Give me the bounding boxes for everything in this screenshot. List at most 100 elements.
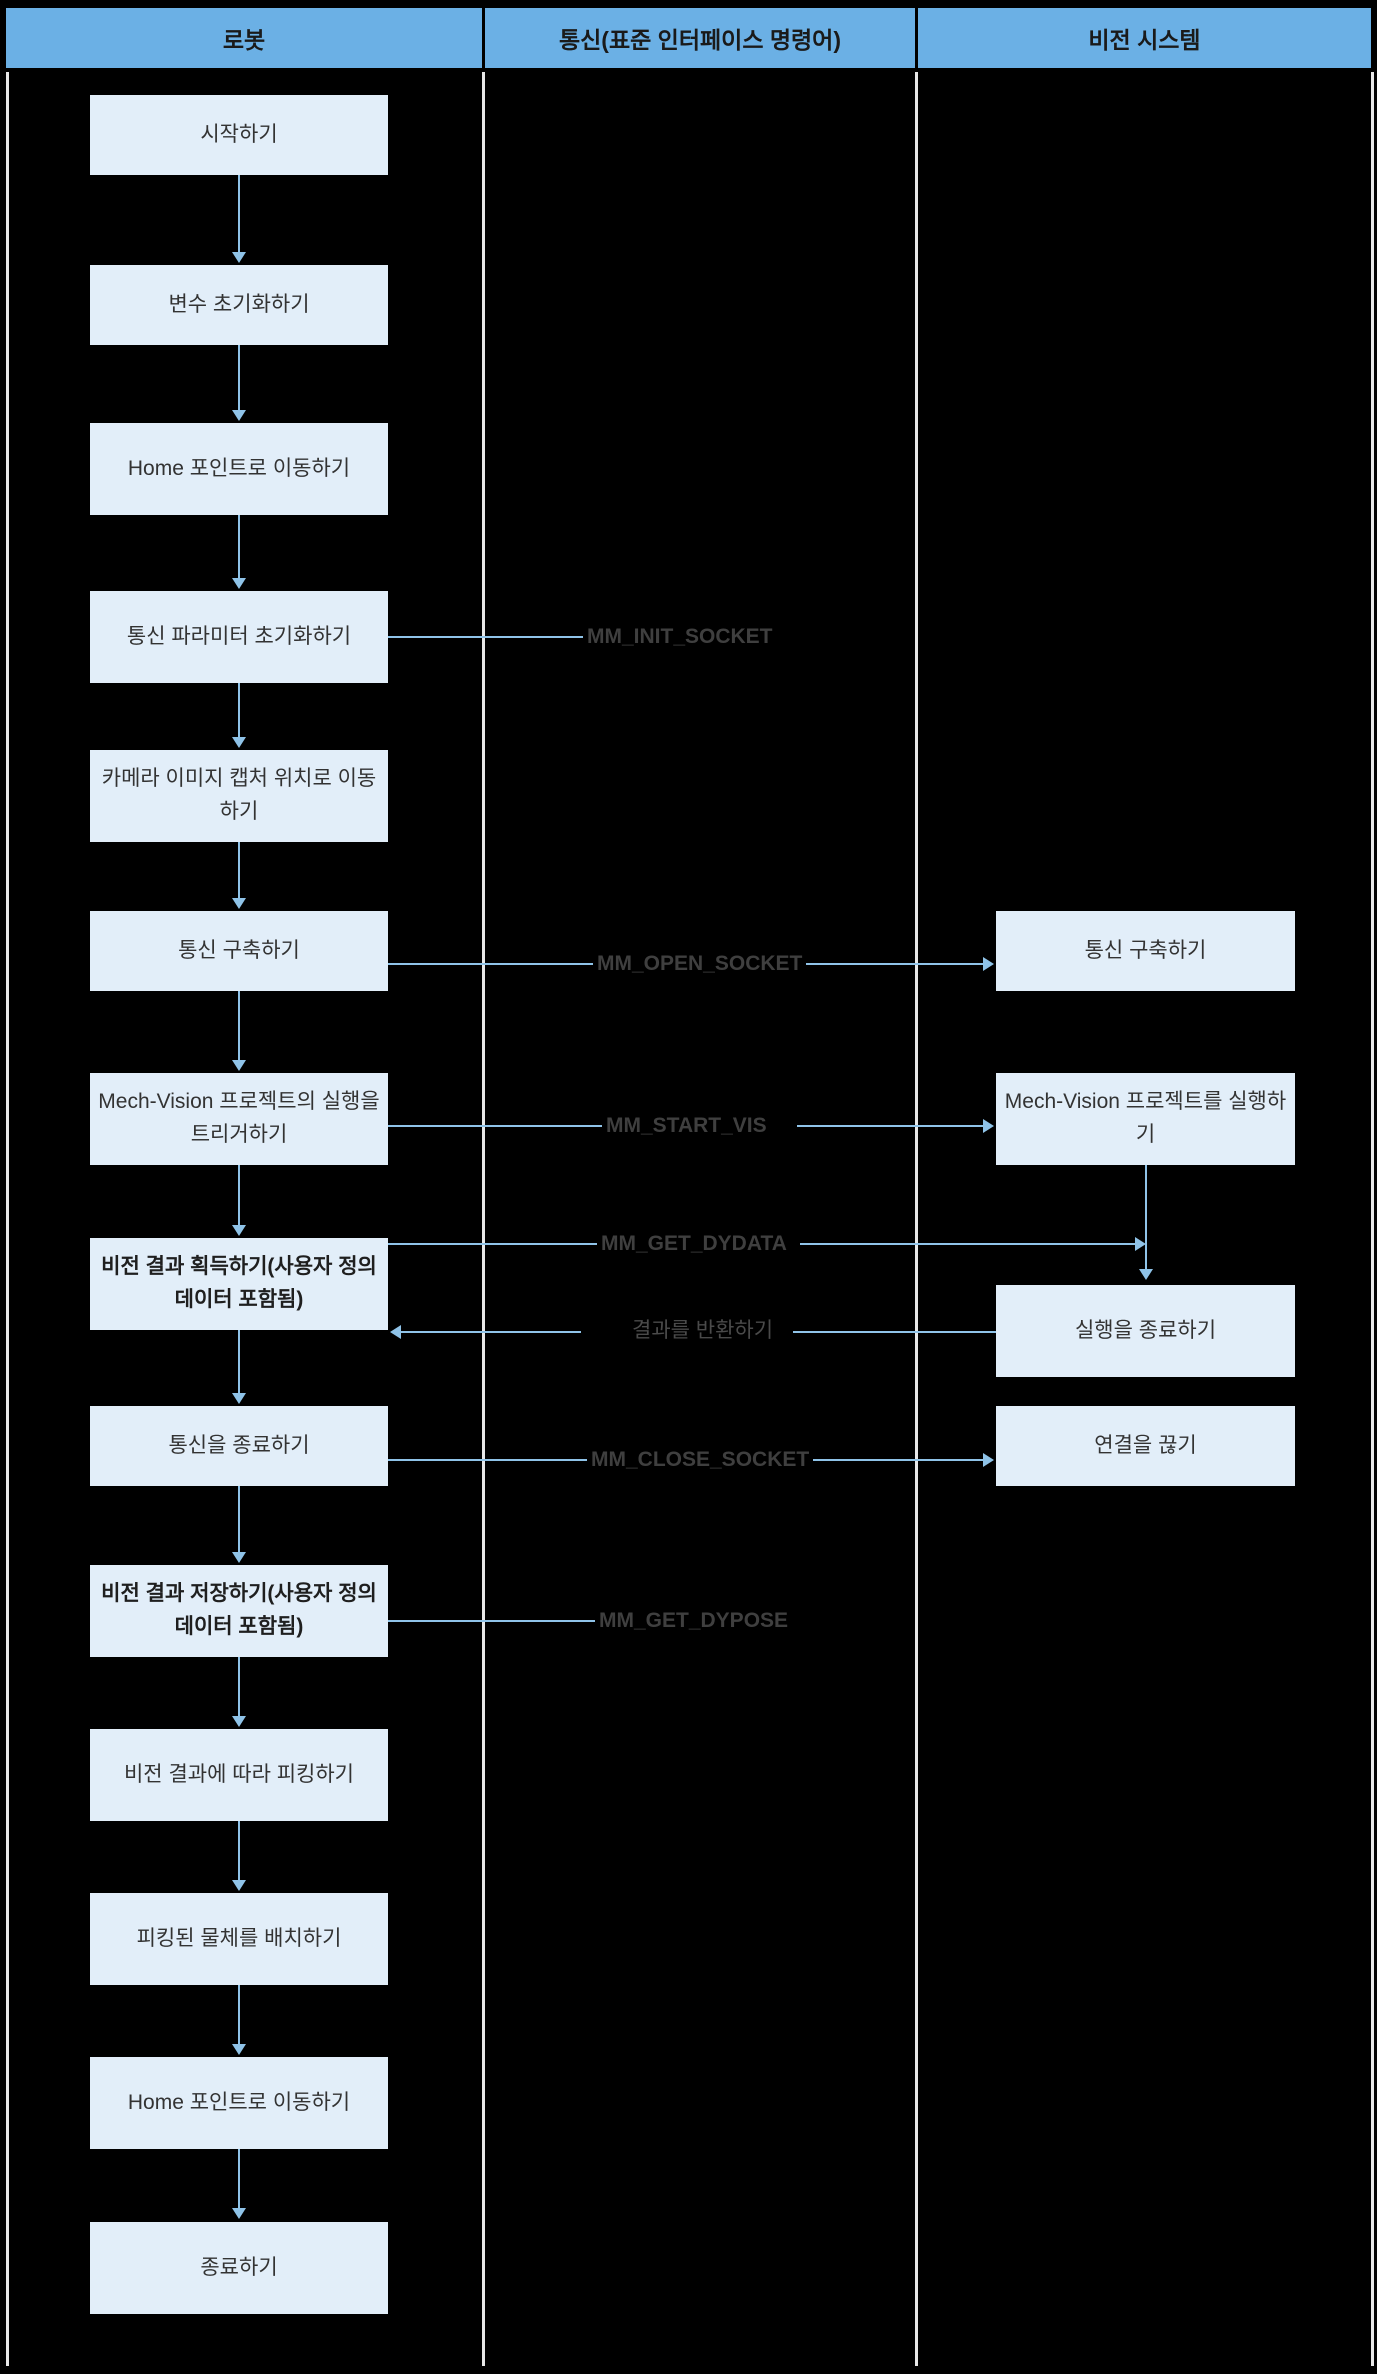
node-init-vars[interactable]: 변수 초기화하기: [90, 265, 388, 345]
command-mm-get-dydata-label: MM_GET_DYDATA: [601, 1232, 787, 1255]
frame-border-right: [1371, 72, 1374, 2366]
command-mm-start-vis-label: MM_START_VIS: [606, 1114, 767, 1137]
arrowhead-mm-get-dydata: [1135, 1237, 1146, 1251]
node-start-label: 시작하기: [200, 122, 278, 146]
connector-trigger-vision-to-get-result: [238, 1165, 240, 1227]
command-mm-close-socket-label: MM_CLOSE_SOCKET: [591, 1448, 810, 1471]
node-init-vars-label: 변수 초기화하기: [168, 292, 310, 316]
node-vision-run-project-label: Mech-Vision 프로젝트를 실행하기: [1004, 1090, 1287, 1146]
node-vision-finish-run-label: 실행을 종료하기: [1074, 1318, 1217, 1342]
node-pick[interactable]: 비전 결과에 따라 피킹하기: [90, 1729, 388, 1821]
connector-mm-open-socket-right: [790, 963, 985, 965]
connector-mm-close-socket-right: [796, 1459, 985, 1461]
command-mm-close-socket: MM_CLOSE_SOCKET: [587, 1448, 814, 1471]
lane-header-vision: 비전 시스템: [918, 8, 1371, 68]
arrowhead-mm-open-socket: [983, 957, 994, 971]
command-mm-get-dypose-label: MM_GET_DYPOSE: [599, 1609, 789, 1632]
lane-divider-2: [915, 72, 918, 2366]
lane-header-communication-label: 통신(표준 인터페이스 명령어): [558, 27, 842, 53]
node-move-home-2[interactable]: Home 포인트로 이동하기: [90, 2057, 388, 2149]
command-return-result-label: 결과를 반환하기: [632, 1319, 774, 1342]
connector-capture-pos-to-open-comm: [238, 842, 240, 900]
node-close-comm-label: 통신을 종료하기: [168, 1433, 310, 1457]
arrowhead-return-result: [390, 1325, 401, 1339]
arrowhead-move-home-1-to-init-comm: [232, 578, 246, 589]
connector-mm-get-dypose: [388, 1620, 600, 1622]
connector-mm-get-dydata-right: [800, 1243, 1138, 1245]
node-get-result-label: 비전 결과 획득하기(사용자 정의 데이터 포함됨): [101, 1255, 377, 1311]
node-move-home-1[interactable]: Home 포인트로 이동하기: [90, 423, 388, 515]
node-save-result[interactable]: 비전 결과 저장하기(사용자 정의 데이터 포함됨): [90, 1565, 388, 1657]
node-vision-run-project[interactable]: Mech-Vision 프로젝트를 실행하기: [996, 1073, 1295, 1165]
connector-pick-to-place: [238, 1821, 240, 1881]
node-move-capture-pos-label: 카메라 이미지 캡처 위치로 이동하기: [101, 767, 377, 823]
node-place-label: 피킹된 물체를 배치하기: [136, 1926, 342, 1950]
node-get-result[interactable]: 비전 결과 획득하기(사용자 정의 데이터 포함됨): [90, 1238, 388, 1330]
lane-header-robot-label: 로봇: [222, 27, 266, 53]
node-vision-open-comm[interactable]: 통신 구축하기: [996, 911, 1295, 991]
command-mm-open-socket: MM_OPEN_SOCKET: [593, 952, 807, 975]
node-close-comm[interactable]: 통신을 종료하기: [90, 1406, 388, 1486]
arrowhead-vision-run-to-finish: [1139, 1269, 1153, 1280]
connector-get-result-to-close-comm: [238, 1330, 240, 1394]
node-trigger-vision-label: Mech-Vision 프로젝트의 실행을 트리거하기: [98, 1090, 380, 1146]
arrowhead-save-result-to-pick: [232, 1716, 246, 1727]
arrowhead-open-comm-to-trigger-vision: [232, 1060, 246, 1071]
arrowhead-place-to-move-home-2: [232, 2044, 246, 2055]
node-vision-disconnect-label: 연결을 끊기: [1094, 1433, 1197, 1457]
arrowhead-capture-pos-to-open-comm: [232, 898, 246, 909]
node-end[interactable]: 종료하기: [90, 2222, 388, 2314]
connector-mm-start-vis-right: [797, 1125, 985, 1127]
command-mm-init-socket: MM_INIT_SOCKET: [583, 626, 777, 647]
command-mm-open-socket-label: MM_OPEN_SOCKET: [597, 952, 803, 975]
lane-header-robot: 로봇: [6, 8, 482, 68]
connector-move-home-1-to-init-comm: [238, 515, 240, 580]
connector-place-to-move-home-2: [238, 1985, 240, 2045]
node-move-home-2-label: Home 포인트로 이동하기: [127, 2090, 351, 2114]
node-pick-label: 비전 결과에 따라 피킹하기: [123, 1762, 355, 1786]
lane-divider-1: [482, 72, 485, 2366]
node-trigger-vision[interactable]: Mech-Vision 프로젝트의 실행을 트리거하기: [90, 1073, 388, 1165]
node-init-comm-params[interactable]: 통신 파라미터 초기화하기: [90, 591, 388, 683]
command-mm-get-dypose: MM_GET_DYPOSE: [595, 1609, 793, 1632]
node-vision-finish-run[interactable]: 실행을 종료하기: [996, 1285, 1295, 1377]
node-move-capture-pos[interactable]: 카메라 이미지 캡처 위치로 이동하기: [90, 750, 388, 842]
node-open-comm-label: 통신 구축하기: [178, 938, 300, 962]
connector-move-home-2-to-end: [238, 2149, 240, 2210]
arrowhead-trigger-vision-to-get-result: [232, 1225, 246, 1236]
arrowhead-get-result-to-close-comm: [232, 1393, 246, 1404]
node-open-comm[interactable]: 통신 구축하기: [90, 911, 388, 991]
command-mm-get-dydata: MM_GET_DYDATA: [597, 1233, 791, 1254]
frame-border-left: [6, 72, 9, 2366]
arrowhead-start-to-init-vars: [232, 252, 246, 263]
connector-open-comm-to-trigger-vision: [238, 991, 240, 1061]
connector-return-result-left: [401, 1331, 581, 1333]
connector-mm-close-socket-left: [388, 1459, 594, 1461]
arrowhead-init-vars-to-move-home-1: [232, 410, 246, 421]
node-start[interactable]: 시작하기: [90, 95, 388, 175]
node-end-label: 종료하기: [200, 2255, 278, 2279]
connector-mm-start-vis-left: [388, 1125, 606, 1127]
lane-header-communication: 통신(표준 인터페이스 명령어): [485, 8, 915, 68]
connector-init-comm-to-capture-pos: [238, 683, 240, 739]
arrowhead-move-home-2-to-end: [232, 2208, 246, 2219]
connector-mm-open-socket-left: [388, 963, 598, 965]
arrowhead-close-comm-to-save-result: [232, 1552, 246, 1563]
arrowhead-mm-close-socket: [983, 1453, 994, 1467]
arrowhead-pick-to-place: [232, 1880, 246, 1891]
connector-init-vars-to-move-home-1: [238, 345, 240, 412]
connector-start-to-init-vars: [238, 175, 240, 254]
node-place[interactable]: 피킹된 물체를 배치하기: [90, 1893, 388, 1985]
connector-save-result-to-pick: [238, 1657, 240, 1717]
command-mm-start-vis: MM_START_VIS: [602, 1115, 771, 1136]
node-vision-disconnect[interactable]: 연결을 끊기: [996, 1406, 1295, 1486]
connector-mm-get-dydata-left: [388, 1243, 600, 1245]
command-return-result: 결과를 반환하기: [628, 1319, 778, 1342]
connector-return-result-right: [793, 1331, 996, 1333]
node-save-result-label: 비전 결과 저장하기(사용자 정의 데이터 포함됨): [101, 1582, 377, 1638]
node-move-home-1-label: Home 포인트로 이동하기: [127, 456, 351, 480]
lane-header-vision-label: 비전 시스템: [1088, 27, 1201, 53]
node-init-comm-params-label: 통신 파라미터 초기화하기: [126, 624, 352, 648]
connector-close-comm-to-save-result: [238, 1486, 240, 1553]
